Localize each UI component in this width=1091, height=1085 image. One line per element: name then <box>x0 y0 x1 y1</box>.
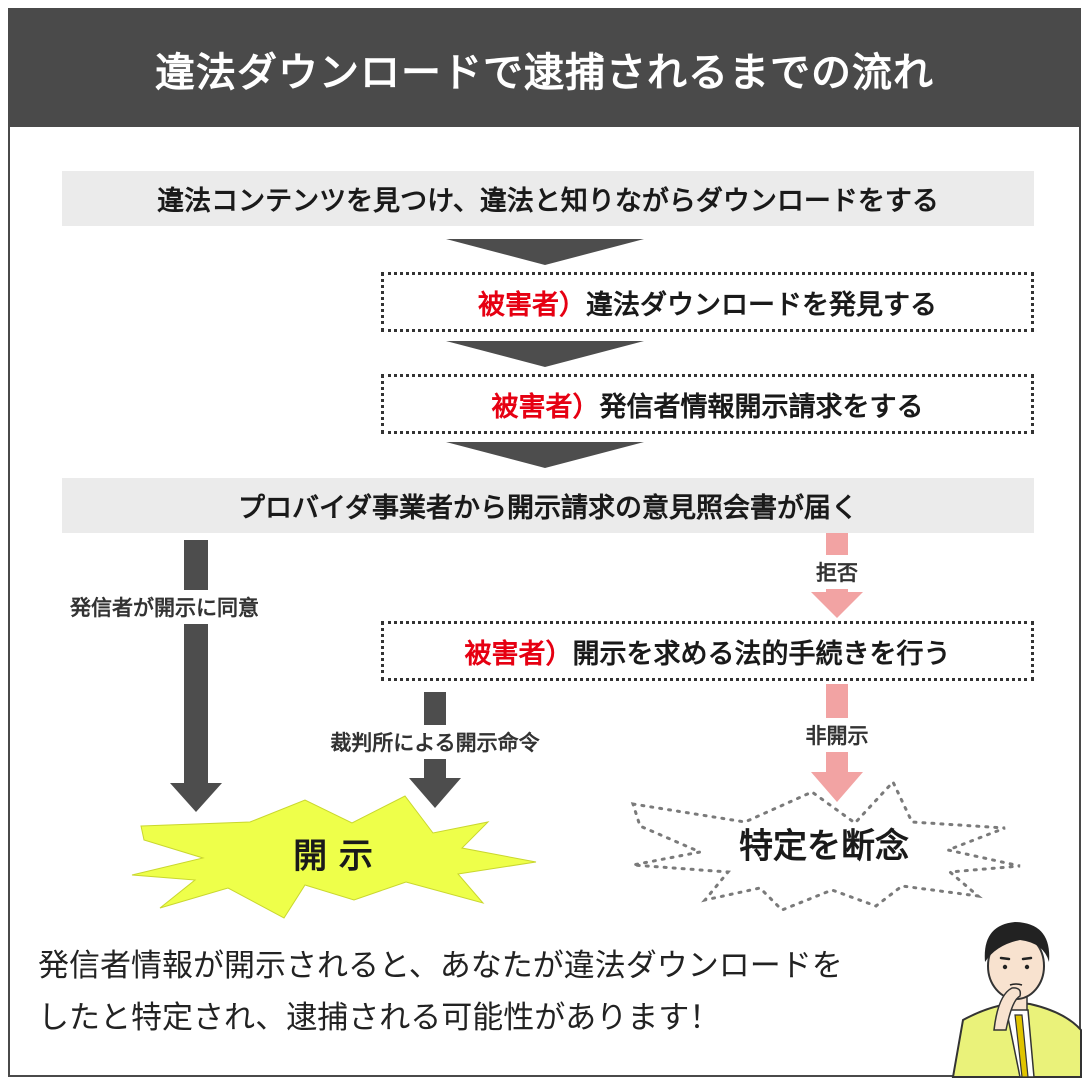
disclosure-burst-shape <box>131 795 537 919</box>
arrow-court-head <box>409 778 461 808</box>
arrow-down-1 <box>446 239 644 265</box>
step-victim-discovers-text: 違法ダウンロードを発見する <box>586 289 937 321</box>
label-court-order: 裁判所による開示命令 <box>326 725 544 759</box>
warning-message: 発信者情報が開示されると、あなたが違法ダウンロードを したと特定され、逮捕される… <box>38 940 998 1044</box>
step-victim-discovers: 被害者）違法ダウンロードを発見する <box>381 272 1034 332</box>
step-victim-requests-text: 発信者情報開示請求をする <box>599 391 924 423</box>
warning-line-2: したと特定され、逮捕される可能性があります！ <box>38 1000 721 1036</box>
warning-line-1: 発信者情報が開示されると、あなたが違法ダウンロードを <box>38 948 843 984</box>
step-provider-inquiry: プロバイダ事業者から開示請求の意見照会書が届く <box>62 478 1034 533</box>
outcome-disclosed: 開 示 <box>293 836 373 877</box>
victim-prefix: 被害者） <box>491 391 600 423</box>
victim-prefix: 被害者） <box>478 289 586 321</box>
step-find-download: 違法コンテンツを見つけ、違法と知りながらダウンロードをする <box>62 171 1034 226</box>
thinking-man-illustration <box>951 922 1082 1078</box>
step-legal-procedure-text: 開示を求める法的手続きを行う <box>572 638 951 670</box>
arrow-refuse-head <box>811 592 863 618</box>
arrow-consent-head <box>170 783 222 812</box>
arrow-down-2 <box>446 341 644 367</box>
victim-prefix: 被害者） <box>464 638 573 670</box>
label-consent: 発信者が開示に同意 <box>66 590 263 624</box>
label-non-disclosure: 非開示 <box>801 718 873 752</box>
abandon-burst-shape <box>630 779 1021 912</box>
arrow-down-3 <box>446 442 644 468</box>
label-refuse: 拒否 <box>812 555 862 589</box>
step-victim-requests: 被害者）発信者情報開示請求をする <box>381 374 1034 434</box>
arrow-consent-shaft <box>184 540 208 785</box>
step-legal-procedure: 被害者）開示を求める法的手続きを行う <box>381 621 1034 681</box>
outcome-abandon: 特定を断念 <box>739 826 909 867</box>
arrow-nondisclosure-head <box>811 772 863 802</box>
page-title: 違法ダウンロードで逮捕されるまでの流れ <box>10 10 1079 127</box>
